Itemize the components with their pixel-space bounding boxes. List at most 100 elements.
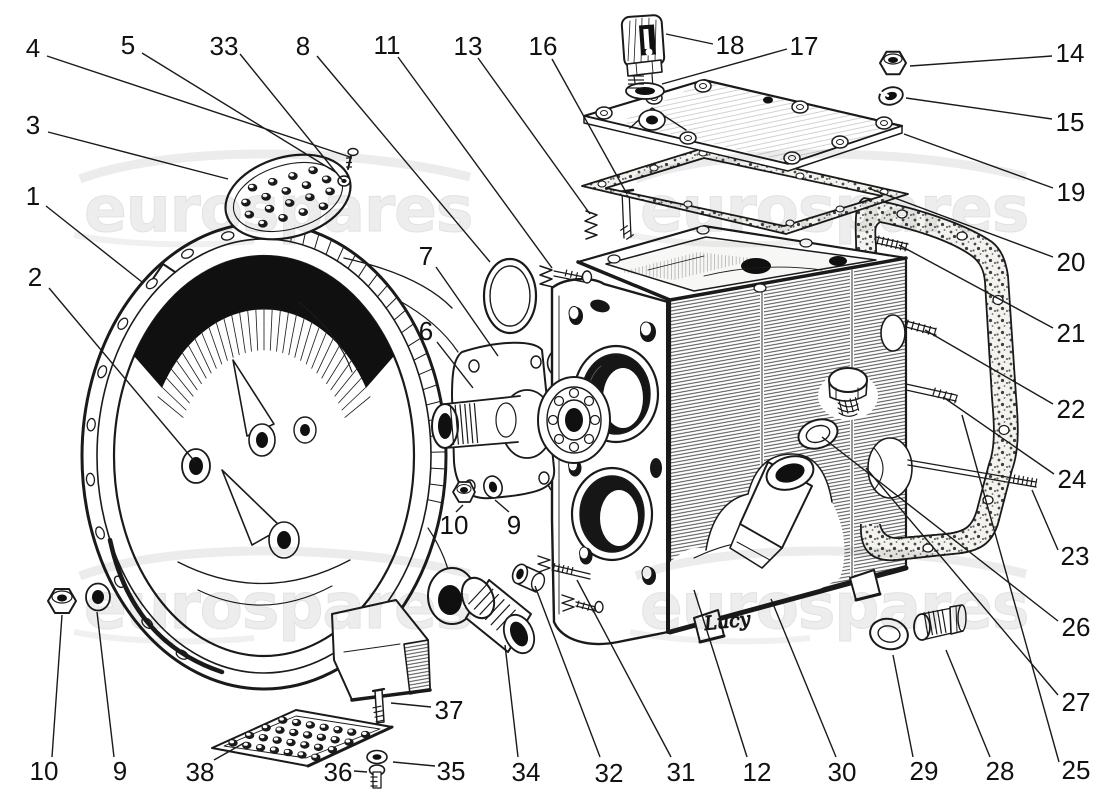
- nut-10-left: [47, 588, 77, 614]
- leader-line-34: [504, 644, 519, 758]
- watermark-swoosh: [73, 629, 255, 645]
- callout-23: 23: [1061, 541, 1090, 571]
- mount-bracket: [331, 599, 432, 702]
- leader-line-2: [48, 287, 197, 464]
- drain-washer-29: [869, 617, 909, 651]
- spring-screw-11: [539, 265, 593, 288]
- leader-line-38: [213, 742, 245, 761]
- gearbox-case: [546, 224, 913, 646]
- leader-line-6: [436, 341, 474, 389]
- leader-line-27: [865, 467, 1059, 696]
- callout-37: 37: [435, 695, 464, 725]
- callout-18: 18: [716, 30, 745, 60]
- callout-26: 26: [1062, 612, 1091, 642]
- callout-34: 34: [512, 757, 541, 787]
- leader-line-24: [942, 396, 1055, 475]
- callout-8: 8: [296, 31, 310, 61]
- leader-line-35: [392, 761, 436, 767]
- leader-line-10-center: [455, 504, 464, 513]
- leader-line-29: [892, 654, 914, 758]
- callout-36: 36: [324, 757, 353, 787]
- filler-neck: [729, 455, 815, 569]
- leader-line-17: [661, 48, 788, 85]
- watermark-text: eurospares: [640, 173, 1028, 246]
- callout-9-center: 9: [507, 510, 521, 540]
- leader-line-30: [770, 598, 837, 758]
- callout-33: 33: [210, 31, 239, 61]
- nut-10-center: [452, 481, 476, 503]
- callout-12: 12: [743, 757, 772, 787]
- callout-28: 28: [986, 756, 1015, 786]
- drain-plug-28: [913, 604, 967, 641]
- callout-22: 22: [1057, 394, 1086, 424]
- leader-line-36: [353, 770, 368, 773]
- watermark-swoosh: [78, 149, 472, 184]
- leader-line-18: [665, 33, 714, 45]
- leader-line-23: [1031, 489, 1059, 551]
- leader-line-28: [945, 649, 991, 758]
- leader-line-8: [316, 55, 491, 263]
- watermark-swoosh: [73, 232, 255, 248]
- signature: Lucy: [702, 608, 752, 635]
- leader-line-32: [534, 585, 601, 758]
- leader-line-14: [909, 55, 1053, 67]
- leader-line-10-left: [51, 614, 63, 758]
- callout-25: 25: [1062, 755, 1091, 785]
- bearing-cover-assembly: [431, 341, 611, 503]
- leader-line-7: [435, 266, 499, 357]
- callout-38: 38: [186, 757, 215, 787]
- callout-30: 30: [828, 757, 857, 787]
- watermark-swoosh: [629, 232, 811, 248]
- stud-37: [371, 687, 386, 724]
- callout-6: 6: [419, 316, 433, 346]
- callout-3: 3: [26, 110, 40, 140]
- callout-15: 15: [1056, 107, 1085, 137]
- leader-line-13: [477, 57, 591, 215]
- thread-ticks: [346, 75, 1038, 787]
- callout-4: 4: [26, 33, 40, 63]
- spring-screw-12: [561, 594, 604, 614]
- watermark-swoosh: [634, 149, 1028, 184]
- callout-31: 31: [667, 757, 696, 787]
- housing-dark-crescent: [134, 255, 394, 388]
- leader-line-21: [898, 244, 1054, 329]
- watermark-text: eurospares: [640, 570, 1028, 643]
- watermarks: eurospares eurospares eurospares eurospares: [73, 149, 1030, 645]
- leader-line-19: [903, 133, 1054, 189]
- plate-holes: [228, 716, 371, 762]
- leader-line-15: [905, 97, 1053, 120]
- bearing: [537, 376, 611, 464]
- vent-grille-plate: [224, 153, 352, 241]
- leader-line-3: [47, 131, 229, 180]
- callout-21: 21: [1057, 318, 1086, 348]
- watermark-swoosh: [634, 546, 1028, 581]
- callout-1: 1: [26, 181, 40, 211]
- callout-9-left: 9: [113, 756, 127, 786]
- grille-holes: [241, 166, 335, 228]
- leader-line-20: [867, 187, 1054, 258]
- callout-35: 35: [437, 756, 466, 786]
- leader-line-31: [576, 579, 672, 758]
- callout-5: 5: [121, 30, 135, 60]
- o-ring-8: [482, 257, 538, 335]
- bottom-cover-plate: [211, 709, 394, 768]
- callout-24: 24: [1058, 464, 1087, 494]
- leader-line-37: [390, 702, 432, 708]
- callout-14: 14: [1056, 38, 1085, 68]
- dome-shading: [157, 307, 371, 418]
- callout-19: 19: [1057, 177, 1086, 207]
- leader-line-1: [45, 205, 143, 283]
- callout-17: 17: [790, 31, 819, 61]
- watermark-text: eurospares: [84, 570, 472, 643]
- washer-9-center: [483, 475, 503, 499]
- leader-line-25: [961, 414, 1060, 763]
- watermark-text: eurospares: [84, 173, 472, 246]
- callout-2: 2: [28, 262, 42, 292]
- bushing-32: [511, 563, 546, 593]
- washer-9-left: [85, 582, 111, 612]
- leader-line-9-center: [494, 499, 510, 513]
- leader-line-26: [821, 436, 1059, 622]
